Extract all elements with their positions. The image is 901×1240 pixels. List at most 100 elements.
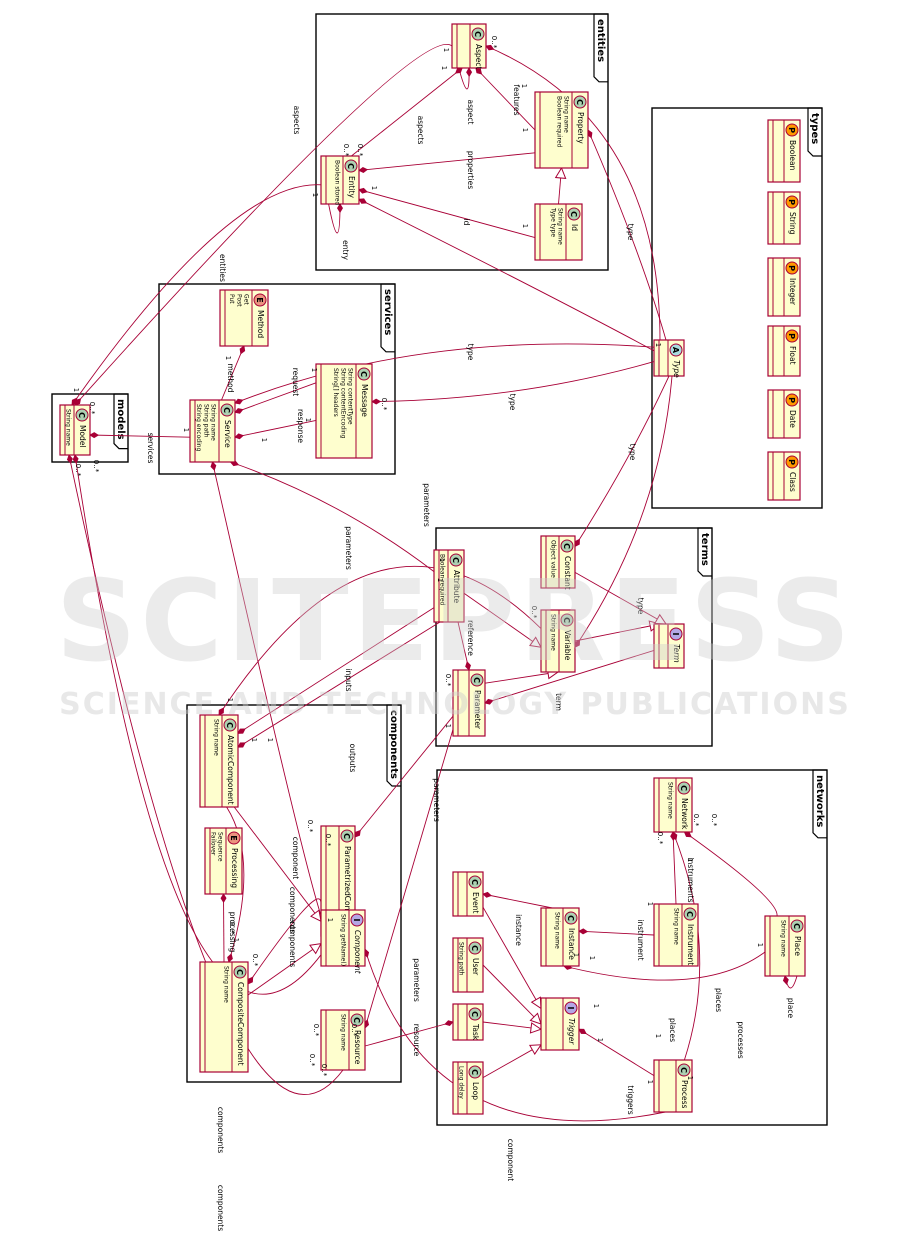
multiplicity: 0..*	[92, 460, 100, 473]
class-attribute: String name	[673, 908, 680, 945]
multiplicity: 1	[370, 186, 378, 190]
multiplicity: 1	[588, 956, 596, 960]
stereotype-icon	[350, 1013, 364, 1027]
edge-label: properties	[466, 151, 475, 189]
class-attribute: String name	[210, 404, 217, 441]
multiplicity: 0..*	[74, 464, 82, 477]
class-attribute: String getName()	[340, 914, 347, 966]
edge-label: reference	[466, 620, 475, 656]
class-attribute: Boolean stored	[334, 160, 341, 205]
edge-label: aspects	[416, 116, 425, 145]
class-name: Property	[576, 112, 585, 144]
class-attribute: String name	[780, 920, 787, 957]
multiplicity: 1	[686, 1076, 694, 1080]
class-attribute: String name	[65, 409, 72, 446]
association-edge	[458, 67, 473, 90]
stereotype-icon	[357, 367, 371, 381]
multiplicity: 0..*	[692, 814, 700, 827]
association-edge	[482, 891, 553, 909]
edge-label: parameters	[344, 526, 353, 570]
multiplicity: 1	[266, 738, 274, 742]
association-edge	[574, 375, 670, 548]
class-name: Date	[788, 410, 797, 428]
stereotype-icon	[564, 911, 578, 925]
association-edge	[247, 898, 322, 985]
edge-label: components	[288, 921, 297, 967]
svg-text:C: C	[472, 677, 481, 683]
association-edge	[782, 975, 798, 989]
multiplicity: 0..*	[356, 144, 364, 157]
multiplicity: 1	[436, 578, 444, 582]
association-edge	[363, 729, 454, 1029]
multiplicity: 0..*	[444, 674, 452, 687]
multiplicity: 1	[250, 738, 258, 742]
edge-label: type	[626, 224, 635, 241]
association-edge	[221, 345, 246, 401]
edge-label: id	[462, 219, 471, 226]
svg-text:C: C	[470, 1011, 479, 1017]
stereotype-icon	[677, 781, 691, 795]
class-Date[interactable]: P Date	[767, 389, 801, 439]
stereotype-icon	[223, 718, 237, 732]
edge-label: places	[668, 1018, 677, 1042]
multiplicity: 0..*	[306, 820, 314, 833]
stereotype-icon	[790, 919, 804, 933]
class-attribute: Long delay	[458, 1066, 465, 1099]
svg-text:C: C	[569, 211, 578, 217]
class-name: Place	[793, 936, 802, 956]
edge-label: term	[554, 693, 563, 711]
association-edge	[358, 187, 536, 239]
edge-label: parameters	[432, 778, 441, 822]
stereotype-icon	[468, 941, 482, 955]
svg-text:C: C	[451, 557, 460, 563]
edge-label: parameters	[422, 483, 431, 527]
class-attribute: String name	[563, 96, 570, 133]
edge-label: processing	[228, 912, 237, 953]
multiplicity: 1	[232, 938, 240, 942]
svg-text:C: C	[359, 371, 368, 377]
stereotype-icon	[253, 293, 267, 307]
class-name: Variable	[563, 630, 572, 661]
package-label: terms	[699, 533, 710, 566]
svg-text:P: P	[787, 459, 796, 465]
svg-text:P: P	[787, 397, 796, 403]
svg-text:E: E	[255, 297, 264, 302]
stereotype-icon	[785, 329, 799, 343]
multiplicity: 0..*	[380, 398, 388, 411]
